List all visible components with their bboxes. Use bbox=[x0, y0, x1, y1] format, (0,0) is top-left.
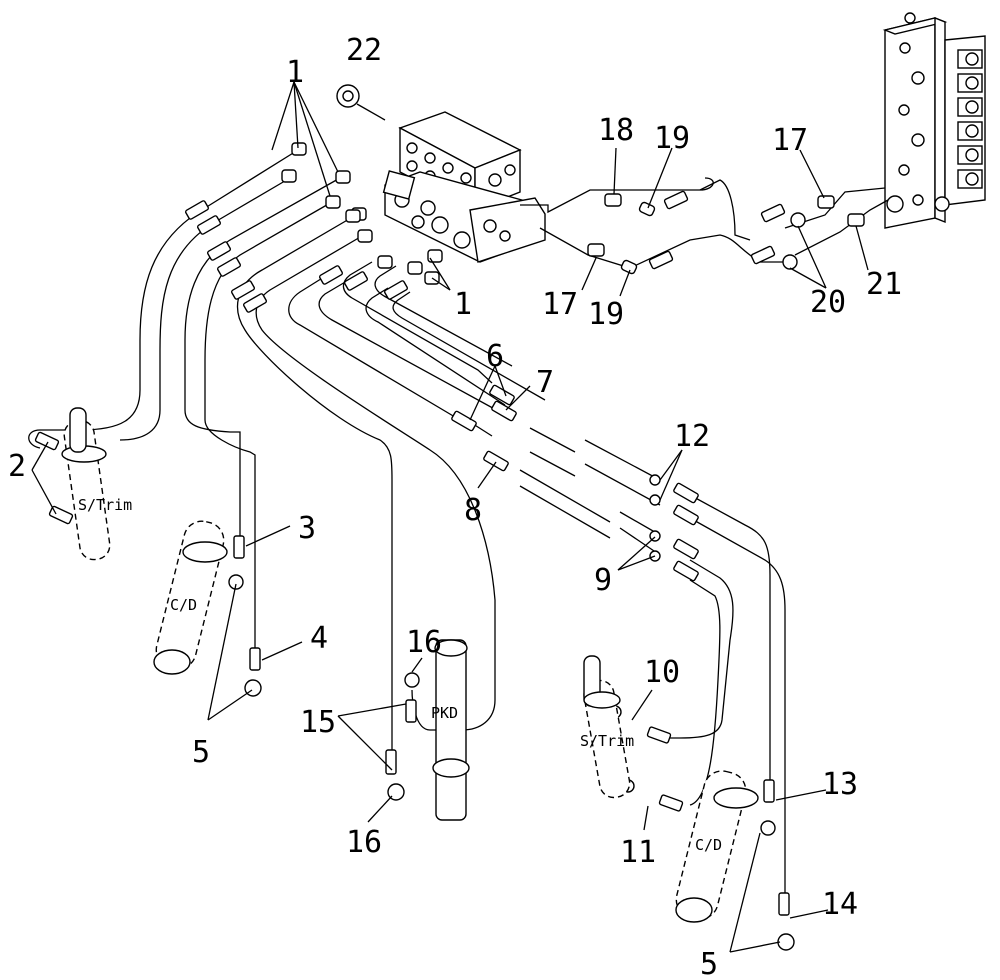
cylinder-cd-right: C/D bbox=[675, 770, 759, 923]
callout-1-top: 1 bbox=[286, 55, 304, 90]
callout-12: 12 bbox=[674, 419, 710, 454]
strim-left-label: S/Trim bbox=[78, 496, 132, 514]
callout-16-top: 16 bbox=[406, 625, 442, 660]
callout-11: 11 bbox=[620, 835, 656, 870]
callout-22: 22 bbox=[346, 33, 382, 68]
callout-21: 21 bbox=[866, 267, 902, 302]
leader-lines bbox=[31, 81, 869, 953]
callout-1-bottom: 1 bbox=[454, 287, 472, 322]
callout-9: 9 bbox=[594, 563, 612, 598]
callout-13: 13 bbox=[822, 767, 858, 802]
callout-7: 7 bbox=[536, 365, 554, 400]
callout-17-top: 17 bbox=[772, 123, 808, 158]
callout-6: 6 bbox=[486, 339, 504, 374]
cd-left-label: C/D bbox=[170, 596, 197, 614]
callout-19-top: 19 bbox=[654, 121, 690, 156]
valve-block bbox=[336, 84, 546, 263]
cylinder-cd-left: C/D bbox=[153, 520, 228, 675]
callout-18: 18 bbox=[598, 113, 634, 148]
callout-2: 2 bbox=[8, 449, 26, 484]
callout-3: 3 bbox=[298, 511, 316, 546]
callout-5-left: 5 bbox=[192, 735, 210, 770]
strim-right-label: S/Trim bbox=[580, 732, 634, 750]
hose-lines bbox=[28, 149, 889, 895]
callout-5-right: 5 bbox=[700, 947, 718, 980]
callout-4: 4 bbox=[310, 621, 328, 656]
fittings bbox=[34, 142, 865, 951]
cylinder-strim-left: S/Trim bbox=[61, 407, 132, 561]
callout-15: 15 bbox=[300, 705, 336, 740]
callout-8: 8 bbox=[464, 493, 482, 528]
callout-14: 14 bbox=[822, 887, 858, 922]
cd-right-label: C/D bbox=[695, 836, 722, 854]
right-manifold bbox=[882, 12, 986, 229]
callout-10: 10 bbox=[644, 655, 680, 690]
callout-17-bottom: 17 bbox=[542, 287, 578, 322]
callout-20: 20 bbox=[810, 285, 846, 320]
callout-16-bottom: 16 bbox=[346, 825, 382, 860]
cylinder-strim-right: S/Trim bbox=[580, 655, 634, 799]
callouts: 1 1 2 3 4 5 5 6 7 8 9 10 11 12 13 14 15 … bbox=[8, 33, 902, 980]
callout-19-bottom: 19 bbox=[588, 297, 624, 332]
cylinder-pkd: PKD bbox=[431, 639, 470, 821]
pkd-label: PKD bbox=[431, 704, 458, 722]
